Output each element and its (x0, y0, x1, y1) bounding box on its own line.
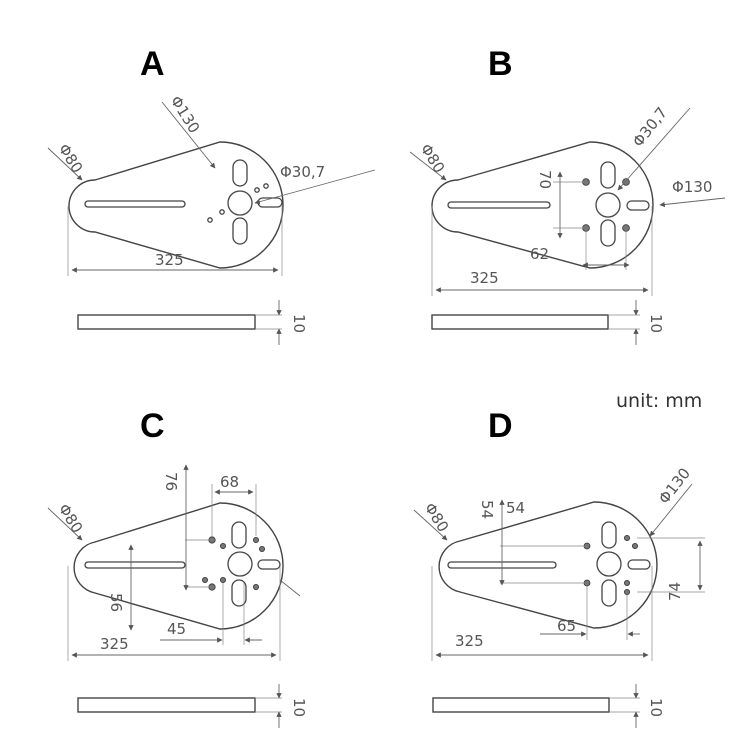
panel-b: B Φ80 Φ30,7 Φ130 70 62 325 (409, 45, 726, 345)
oval-hole-a-bottom (232, 217, 248, 245)
plate-c-top-view (73, 502, 284, 630)
dim-c-hole-spacing-v1: 76 (162, 472, 180, 491)
dim-d-hole-spacing-v1: 54 (478, 500, 496, 519)
dim-a-length: 325 (155, 251, 184, 269)
slot-c (84, 561, 186, 569)
oval-hole-a-top (232, 159, 248, 187)
panel-d: D Φ80 Φ130 54 54 65 74 (413, 407, 705, 728)
plate-a-top-view (68, 141, 284, 269)
dim-c-hole-spacing-v2: 56 (107, 593, 125, 612)
unit-label: unit: mm (616, 390, 702, 412)
plate-d-side-view (432, 697, 610, 713)
dim-b-length: 325 (470, 269, 499, 287)
slot-a (84, 200, 186, 208)
center-hole-b (595, 192, 621, 218)
dim-c-length: 325 (100, 635, 129, 653)
dim-d-thickness: 10 (647, 698, 665, 717)
dim-b-large-dia: Φ130 (672, 178, 712, 196)
center-hole-c (227, 551, 253, 577)
dim-b-center-hole: Φ30,7 (629, 104, 671, 151)
dim-d-hole-spacing-h: 65 (557, 617, 576, 635)
dim-c-thickness: 10 (290, 698, 308, 717)
center-hole-d (596, 551, 622, 577)
panel-c-label: C (140, 407, 165, 445)
dim-c-hole-spacing-h1: 68 (220, 473, 239, 491)
dim-b-small-dia: Φ80 (417, 141, 449, 177)
slot-b (447, 201, 551, 209)
dim-a-center-hole: Φ30,7 (280, 163, 325, 181)
plate-a-side-view (77, 314, 256, 330)
center-hole-a (227, 190, 253, 216)
dim-d-hole-spacing-v3: 74 (666, 582, 684, 601)
oval-hole-a-side (257, 197, 283, 208)
panel-d-label: D (488, 407, 513, 445)
panel-a: A Φ80 Φ130 Φ30,7 325 10 (47, 45, 376, 345)
dim-d-length: 325 (455, 632, 484, 650)
dim-b-thickness: 10 (647, 314, 665, 333)
plate-b-side-view (431, 314, 609, 330)
panel-c: C Φ80 76 68 56 (47, 407, 308, 728)
panel-a-label: A (140, 45, 165, 83)
panel-b-label: B (488, 45, 513, 83)
plate-d-top-view (438, 501, 658, 629)
dim-b-hole-spacing-v: 70 (536, 170, 554, 189)
dim-c-hole-spacing-h2: 45 (167, 620, 186, 638)
dim-d-small-dia: Φ80 (421, 500, 453, 536)
dim-b-hole-spacing-h: 62 (530, 245, 549, 263)
dim-d-large-dia: Φ130 (655, 465, 694, 508)
dim-a-thickness: 10 (290, 314, 308, 333)
dim-d-hole-spacing-v2: 54 (506, 499, 525, 517)
plate-c-side-view (77, 697, 256, 713)
